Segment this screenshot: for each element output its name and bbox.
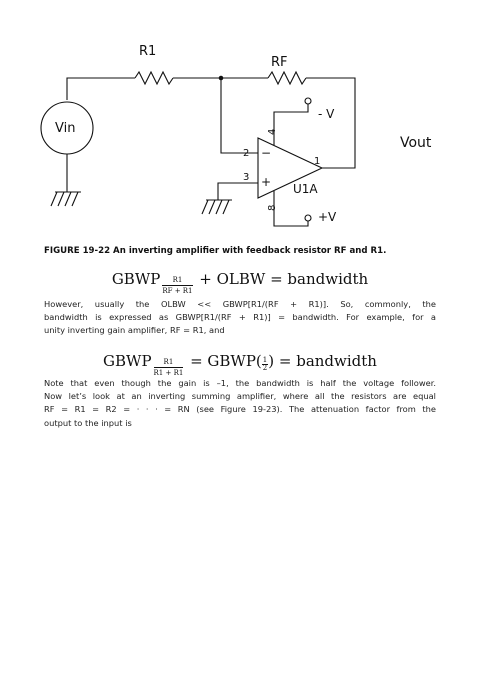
pin-1-label: 1 xyxy=(314,156,320,167)
neg-supply-label: - V xyxy=(318,107,335,121)
pos-supply-label: +V xyxy=(318,210,337,224)
inverting-input-wire xyxy=(220,78,258,154)
eq1-frac-den: RF + R1 xyxy=(162,287,193,295)
vin-label: Vin xyxy=(55,121,75,136)
eq2-rest: ) = bandwidth xyxy=(268,352,377,370)
inverting-amplifier-schematic: R1 RF Vin Vout - V +V U1A 2 3 1 4 8 − + xyxy=(40,44,432,227)
paragraph-1-line: However, usually the OLBW << GBWP[R1/(RF… xyxy=(44,299,436,309)
eq2-half-num: 1 xyxy=(261,356,269,365)
junction-dot xyxy=(218,75,224,81)
paragraph-1-line: bandwidth is expressed as GBWP[R1/(RF + … xyxy=(44,312,436,323)
paragraph-2-line: RF = R1 = R2 = · · · = RN (see Figure 19… xyxy=(44,404,436,415)
paragraph-1: However, usually the OLBW << GBWP[R1/(RF… xyxy=(44,298,436,338)
neg-supply-wire xyxy=(273,104,309,145)
eq2-half-den: 2 xyxy=(262,364,268,372)
input-ground xyxy=(201,199,232,215)
eq2-frac-den: R1 + R1 xyxy=(153,369,184,377)
eq2-lhs: GBWP xyxy=(103,352,152,370)
rf-label: RF xyxy=(271,55,288,70)
pos-supply-terminal xyxy=(304,214,312,222)
opamp-name: U1A xyxy=(293,182,318,196)
paragraph-2-line: Now let’s look at an inverting summing a… xyxy=(44,391,436,402)
paragraph-2: Note that even though the gain is –1, th… xyxy=(44,377,436,430)
opamp-minus-sign: − xyxy=(261,146,271,160)
pin-4-label: 4 xyxy=(267,129,278,135)
r1-resistor xyxy=(134,70,174,86)
figure-caption: FIGURE 19-22 An inverting amplifier with… xyxy=(44,246,387,256)
paragraph-1-line: unity inverting gain amplifier, RF = R1,… xyxy=(44,325,225,336)
paragraph-2-line: Note that even though the gain is –1, th… xyxy=(44,378,436,388)
eq1-rest: + OLBW = bandwidth xyxy=(199,270,369,288)
pin-8-label: 8 xyxy=(267,205,278,211)
paragraph-2-line: output to the input is xyxy=(44,417,132,428)
vout-label: Vout xyxy=(400,135,432,151)
eq1-lhs: GBWP xyxy=(111,270,161,288)
rf-resistor xyxy=(267,70,307,86)
vin-ground xyxy=(50,191,81,207)
eq2-frac-num: R1 xyxy=(153,359,184,368)
neg-supply-terminal xyxy=(304,97,312,105)
eq2-mid: = GBWP( xyxy=(190,352,262,370)
noninverting-input-wire xyxy=(217,182,258,200)
feedback-wire xyxy=(306,77,356,169)
opamp-plus-sign: + xyxy=(261,175,271,189)
vin-top-wire xyxy=(66,77,135,100)
r1-label: R1 xyxy=(139,44,156,59)
eq1-frac-num: R1 xyxy=(162,277,193,286)
pin-2-label: 2 xyxy=(243,148,249,159)
pin-3-label: 3 xyxy=(243,172,249,183)
pos-supply-wire xyxy=(273,191,309,227)
opamp-triangle xyxy=(257,137,324,199)
